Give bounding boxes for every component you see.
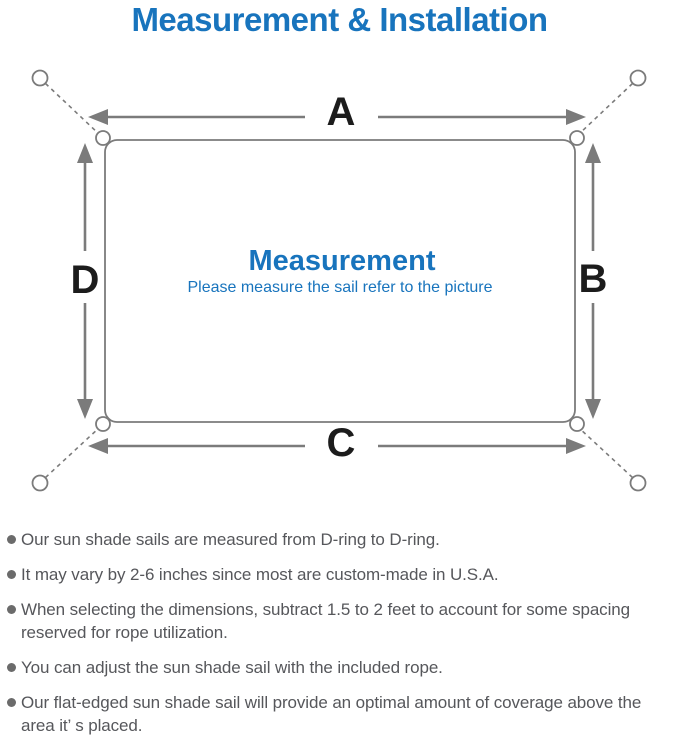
d-ring-bottom-right	[569, 416, 585, 432]
arrow-a-left-icon	[88, 109, 108, 125]
bullet-icon	[7, 570, 16, 579]
list-item: You can adjust the sun shade sail with t…	[7, 656, 675, 679]
arrow-b-up-icon	[585, 143, 601, 163]
arrow-d-down-icon	[77, 399, 93, 419]
rope-bottom-left	[44, 426, 101, 479]
bullet-icon	[7, 663, 16, 672]
corner-d-rings	[95, 130, 585, 432]
dimension-arrowheads	[77, 109, 601, 454]
anchor-ring-top-left	[31, 69, 49, 87]
dimension-label-a: A	[327, 90, 356, 134]
rope-bottom-right	[577, 426, 634, 479]
arrow-b-down-icon	[585, 399, 601, 419]
dimension-label-c: C	[327, 421, 356, 465]
list-item: Our flat-edged sun shade sail will provi…	[7, 691, 675, 737]
note-text: When selecting the dimensions, subtract …	[21, 600, 630, 642]
dimension-lines	[83, 115, 595, 448]
bullet-icon	[7, 535, 16, 544]
diagram-center-title: Measurement	[249, 245, 436, 277]
sail-outline	[104, 139, 576, 423]
page-title: Measurement & Installation	[131, 1, 548, 38]
rope-top-left	[44, 82, 101, 136]
list-item: When selecting the dimensions, subtract …	[7, 598, 675, 644]
d-ring-top-right	[569, 130, 585, 146]
dimension-label-d: D	[71, 258, 100, 302]
list-item: Our sun shade sails are measured from D-…	[7, 528, 675, 551]
bullet-icon	[7, 605, 16, 614]
arrow-d-up-icon	[77, 143, 93, 163]
dimension-label-b: B	[579, 257, 608, 301]
note-text: It may vary by 2-6 inches since most are…	[21, 565, 499, 584]
anchor-ring-bottom-right	[629, 474, 647, 492]
arrow-c-left-icon	[88, 438, 108, 454]
note-text: Our flat-edged sun shade sail will provi…	[21, 693, 642, 735]
measurement-diagram: A B C D Measurement Please measure the s…	[31, 69, 647, 492]
bullet-icon	[7, 698, 16, 707]
anchor-ring-top-right	[629, 69, 647, 87]
arrow-a-right-icon	[566, 109, 586, 125]
notes-list: Our sun shade sails are measured from D-…	[7, 528, 675, 739]
arrow-c-right-icon	[566, 438, 586, 454]
note-text: Our sun shade sails are measured from D-…	[21, 530, 440, 549]
d-ring-bottom-left	[95, 416, 111, 432]
anchor-ring-bottom-left	[31, 474, 49, 492]
diagram-center-subtitle: Please measure the sail refer to the pic…	[187, 279, 492, 296]
anchor-rings	[31, 69, 647, 492]
rope-top-right	[577, 82, 634, 136]
list-item: It may vary by 2-6 inches since most are…	[7, 563, 675, 586]
d-ring-top-left	[95, 130, 111, 146]
note-text: You can adjust the sun shade sail with t…	[21, 658, 443, 677]
